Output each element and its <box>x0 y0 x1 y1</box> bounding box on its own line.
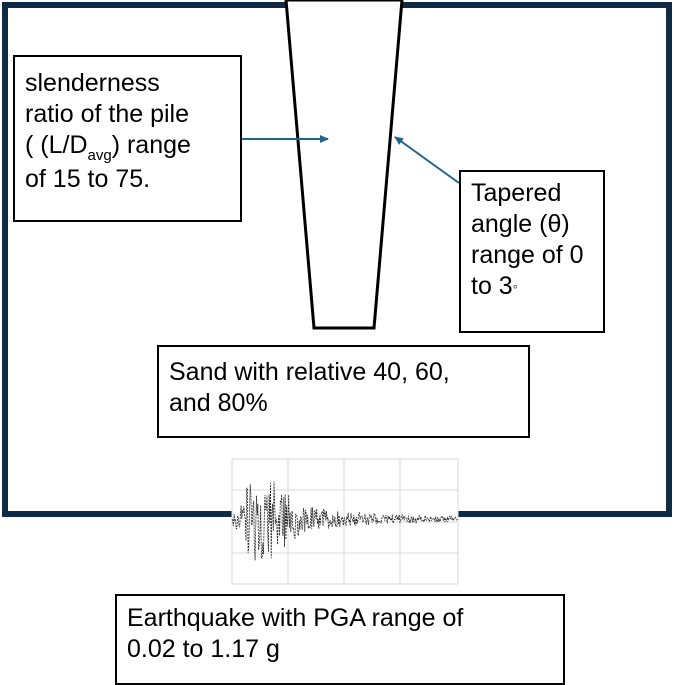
sand-line-2: and 80% <box>169 389 268 417</box>
taper-line-3: range of 0 <box>471 241 584 269</box>
tapered-angle-label-box: Tapered angle (θ) range of 0 to 3◦ <box>459 170 605 333</box>
tapered-pile <box>284 0 404 330</box>
slenderness-line-3: ( (L/Davg) range <box>25 130 230 164</box>
taper-line-4: to 3◦ <box>471 271 593 305</box>
earthquake-line-1: Earthquake with PGA range of <box>127 604 464 632</box>
taper-line-4-prefix: to 3 <box>471 272 513 300</box>
slenderness-line-4: of 15 to 75. <box>25 165 151 193</box>
degree-symbol: ◦ <box>512 278 518 294</box>
taper-line-1: Tapered <box>471 179 562 207</box>
record-plot-grid <box>231 458 459 585</box>
taper-line-2: angle (θ) <box>471 210 570 238</box>
sand-density-label-box: Sand with relative 40, 60, and 80% <box>157 345 530 438</box>
earthquake-record-plot <box>231 458 459 585</box>
slenderness-line-3-suffix: ) range <box>111 131 191 159</box>
earthquake-pga-label-box: Earthquake with PGA range of 0.02 to 1.1… <box>115 594 565 685</box>
slenderness-ratio-label-box: slenderness ratio of the pile ( (L/Davg)… <box>13 55 242 222</box>
taper-angle-arrow <box>394 136 460 184</box>
slenderness-line-2: ratio of the pile <box>25 100 189 128</box>
earthquake-line-2: 0.02 to 1.17 g <box>127 635 280 663</box>
acceleration-waveform <box>231 481 458 561</box>
sand-line-1: Sand with relative 40, 60, <box>169 358 450 386</box>
slenderness-line-3-prefix: ( (L/D <box>25 131 88 159</box>
davg-subscript: avg <box>87 147 112 164</box>
slenderness-line-1: slenderness <box>25 69 160 97</box>
